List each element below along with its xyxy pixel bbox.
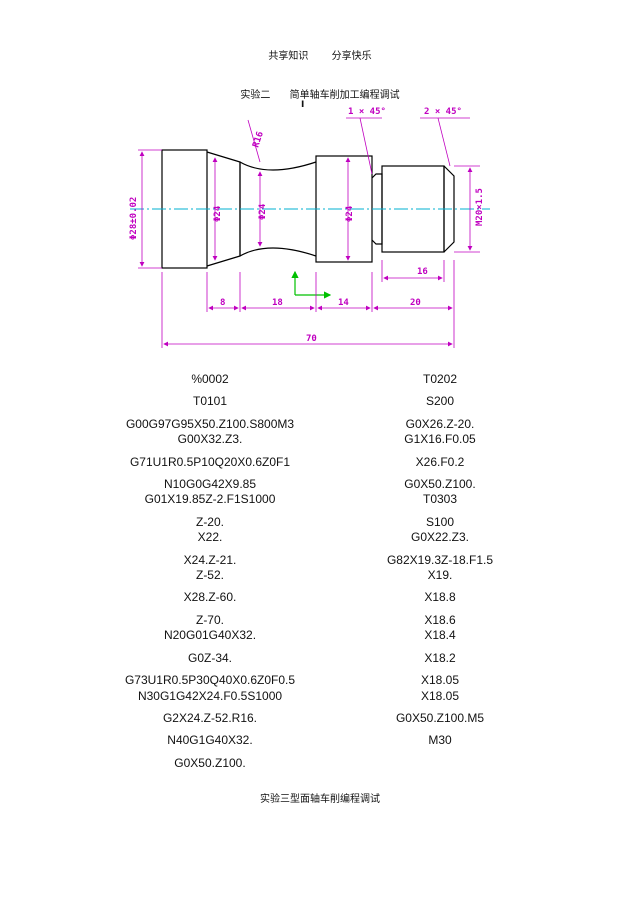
code-line: X18.05 <box>420 688 460 703</box>
code-line: G71U1R0.5P10Q20X0.6Z0F1 <box>129 454 291 469</box>
code-line: X18.05 <box>420 673 460 688</box>
code-line: G0X26.Z-20. <box>405 416 475 431</box>
code-line: G0Z-34. <box>187 650 232 665</box>
header-right-text: 分享快乐 <box>331 51 372 62</box>
code-line: N10G0G42X9.85 <box>163 477 257 492</box>
code-line: G0X50.Z100.M5 <box>395 710 485 725</box>
code-line: G00G97G95X50.Z100.S800M3 <box>125 416 295 431</box>
code-line: X22. <box>197 530 223 545</box>
experiment2-title-a: 实验二 <box>240 90 271 101</box>
page-header: 共享知识 分享快乐 <box>0 47 640 62</box>
dim-radius-16: R16 <box>251 130 266 149</box>
experiment2-title: 实验二 简单轴车削加工编程调试 <box>0 86 640 101</box>
coordinate-axes-icon <box>291 270 332 299</box>
code-line: G0X50.Z100. <box>404 477 476 492</box>
code-line: G01X19.85Z-2.F1S1000 <box>144 492 276 507</box>
dim-diameter-28: Φ28±0.02 <box>129 197 139 240</box>
dim-length-16: 16 <box>417 267 428 277</box>
dimension-lines <box>138 117 480 348</box>
dim-length-14: 14 <box>338 298 349 308</box>
code-line: T0101 <box>192 394 228 409</box>
dim-length-70: 70 <box>306 334 317 344</box>
experiment3-title: 实验三型面轴车削编程调试 <box>260 794 380 805</box>
dim-diameter-24-a: Φ24 <box>213 205 223 222</box>
dim-thread-m20: M20×1.5 <box>475 188 485 226</box>
code-line: G1X16.F0.05 <box>404 432 476 447</box>
shaft-drawing: Φ28±0.02 Φ24 Φ24 Φ24 R16 1 × 45° 2 × 45°… <box>129 107 490 348</box>
dim-chamfer-1: 1 × 45° <box>348 107 386 117</box>
code-line: G0X50.Z100. <box>174 755 246 770</box>
code-line: G00X32.Z3. <box>177 432 243 447</box>
code-line: Z-70. <box>195 612 224 627</box>
program-right-column: T0202 S200 G0X26.Z-20. G1X16.F0.05 X26.F… <box>330 372 550 749</box>
code-line: S100 <box>425 514 455 529</box>
code-line: X19. <box>427 568 453 583</box>
dim-length-8: 8 <box>220 298 225 308</box>
dim-diameter-24-b: Φ24 <box>258 203 268 220</box>
code-line: X18.6 <box>424 612 456 627</box>
header-left-text: 共享知识 <box>268 51 309 62</box>
code-line: G0X22.Z3. <box>410 530 470 545</box>
code-line: X18.4 <box>424 628 456 643</box>
code-line: G73U1R0.5P30Q40X0.6Z0F0.5 <box>124 673 296 688</box>
code-line: N20G01G40X32. <box>163 628 257 643</box>
dim-chamfer-2: 2 × 45° <box>424 107 462 117</box>
code-line: T0303 <box>422 492 458 507</box>
code-line: N30G1G42X24.F0.5S1000 <box>137 688 283 703</box>
code-line: G82X19.3Z-18.F1.5 <box>386 552 494 567</box>
code-line: M30 <box>428 733 452 748</box>
code-line: N40G1G40X32. <box>167 733 253 748</box>
code-line: X28.Z-60. <box>183 590 237 605</box>
program-left-column: %0002 T0101 G00G97G95X50.Z100.S800M3 G00… <box>95 372 325 771</box>
code-line: %0002 <box>191 372 229 386</box>
dim-diameter-24-c: Φ24 <box>345 205 355 222</box>
experiment2-title-b: 简单轴车削加工编程调试 <box>289 90 400 101</box>
code-line: Z-20. <box>195 514 224 529</box>
code-line: X26.F0.2 <box>415 454 465 469</box>
code-line: X18.2 <box>424 650 456 665</box>
experiment2-mark: I <box>301 100 305 110</box>
code-line: G2X24.Z-52.R16. <box>162 710 258 725</box>
dim-length-18: 18 <box>272 298 283 308</box>
code-line: S200 <box>425 394 455 409</box>
code-line: Z-52. <box>195 568 224 583</box>
dim-length-20: 20 <box>410 298 421 308</box>
code-line: X24.Z-21. <box>183 552 237 567</box>
code-line: T0202 <box>422 372 458 386</box>
code-line: X18.8 <box>424 590 456 605</box>
